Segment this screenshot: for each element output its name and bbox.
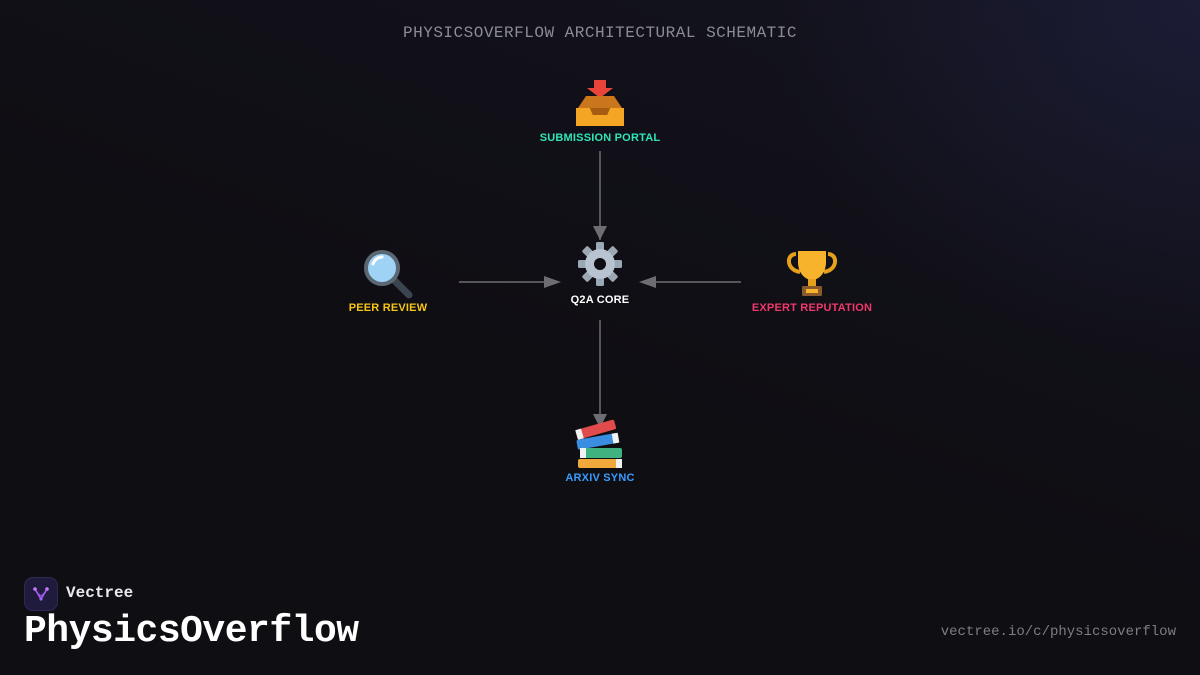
magnifying-glass-icon bbox=[364, 250, 413, 299]
node-arxiv-sync[interactable]: ARXIV SYNC bbox=[490, 418, 710, 484]
node-submission-portal[interactable]: SUBMISSION PORTAL bbox=[490, 78, 710, 144]
brand-name: Vectree bbox=[66, 584, 134, 602]
node-peer-review[interactable]: PEER REVIEW bbox=[278, 248, 498, 314]
diagram-title: PHYSICSOVERFLOW ARCHITECTURAL SCHEMATIC bbox=[403, 24, 797, 42]
gear-icon bbox=[578, 242, 622, 286]
edge-submission-to-core-head bbox=[593, 226, 607, 240]
edge-core-to-arxiv-head bbox=[593, 414, 607, 428]
node-q2a-core[interactable]: Q2A CORE bbox=[490, 240, 710, 306]
books-icon bbox=[575, 419, 622, 468]
edge-review-to-core-head bbox=[544, 276, 561, 288]
node-label: ARXIV SYNC bbox=[565, 472, 635, 484]
edge-reputation-to-core-head bbox=[639, 276, 656, 288]
vectree-logo-icon bbox=[33, 587, 49, 601]
node-label: EXPERT REPUTATION bbox=[751, 302, 873, 314]
node-label: PEER REVIEW bbox=[348, 302, 428, 314]
node-expert-reputation[interactable]: EXPERT REPUTATION bbox=[702, 248, 922, 314]
inbox-tray-icon bbox=[576, 80, 624, 126]
brand-logo bbox=[24, 577, 58, 611]
trophy-icon bbox=[787, 251, 837, 296]
community-url[interactable]: vectree.io/c/physicsoverflow bbox=[940, 624, 1176, 640]
node-label: SUBMISSION PORTAL bbox=[539, 132, 661, 144]
product-name: PhysicsOverflow bbox=[24, 610, 359, 653]
node-label: Q2A CORE bbox=[570, 294, 630, 306]
